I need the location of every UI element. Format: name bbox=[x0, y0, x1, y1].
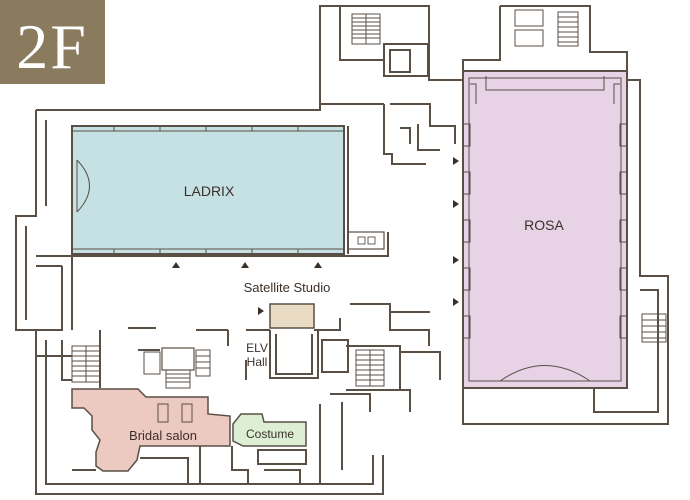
building-walls bbox=[15, 5, 669, 495]
floor-badge: 2F bbox=[0, 0, 105, 84]
floor-badge-bg bbox=[0, 0, 105, 84]
triangle-arrow-icon bbox=[172, 262, 180, 268]
rosa-label: ROSA bbox=[524, 217, 564, 233]
ladrix-details bbox=[72, 126, 344, 254]
satellite-studio-label: Satellite Studio bbox=[244, 280, 331, 295]
triangle-arrow-icon bbox=[453, 256, 459, 264]
bridal-salon-room[interactable] bbox=[71, 388, 231, 472]
ladrix-storage-slot-2 bbox=[367, 236, 376, 245]
fitting-room-1 bbox=[157, 403, 169, 423]
stairs-left bbox=[71, 345, 101, 383]
rosa-details bbox=[462, 76, 628, 382]
elv-hall-label-line2: Hall bbox=[247, 355, 268, 369]
stairs-top-right bbox=[514, 9, 579, 47]
floor-badge-text: 2F bbox=[16, 11, 88, 82]
ladrix-storage bbox=[347, 231, 385, 250]
ladrix-room[interactable] bbox=[71, 125, 345, 255]
triangle-arrow-icon bbox=[453, 200, 459, 208]
fitting-room-2 bbox=[181, 403, 193, 423]
satellite-studio-room[interactable] bbox=[269, 303, 315, 329]
triangle-arrow-icon bbox=[314, 262, 322, 268]
stairs-far-right bbox=[641, 313, 667, 343]
stairs-top-left bbox=[351, 13, 381, 45]
triangle-arrow-icon bbox=[241, 262, 249, 268]
entrance-markers bbox=[172, 157, 459, 315]
elv-hall-label-line1: ELV bbox=[246, 341, 268, 355]
costume-label: Costume bbox=[246, 427, 294, 441]
stairs-center bbox=[143, 347, 211, 389]
triangle-arrow-icon bbox=[258, 307, 264, 315]
ladrix-storage-slot-1 bbox=[357, 236, 366, 245]
stairs-right bbox=[355, 349, 385, 387]
triangle-arrow-icon bbox=[453, 157, 459, 165]
triangle-arrow-icon bbox=[453, 298, 459, 306]
ladrix-label: LADRIX bbox=[184, 183, 235, 199]
bridal-salon-label: Bridal salon bbox=[129, 428, 197, 443]
costume-room[interactable] bbox=[232, 413, 307, 447]
